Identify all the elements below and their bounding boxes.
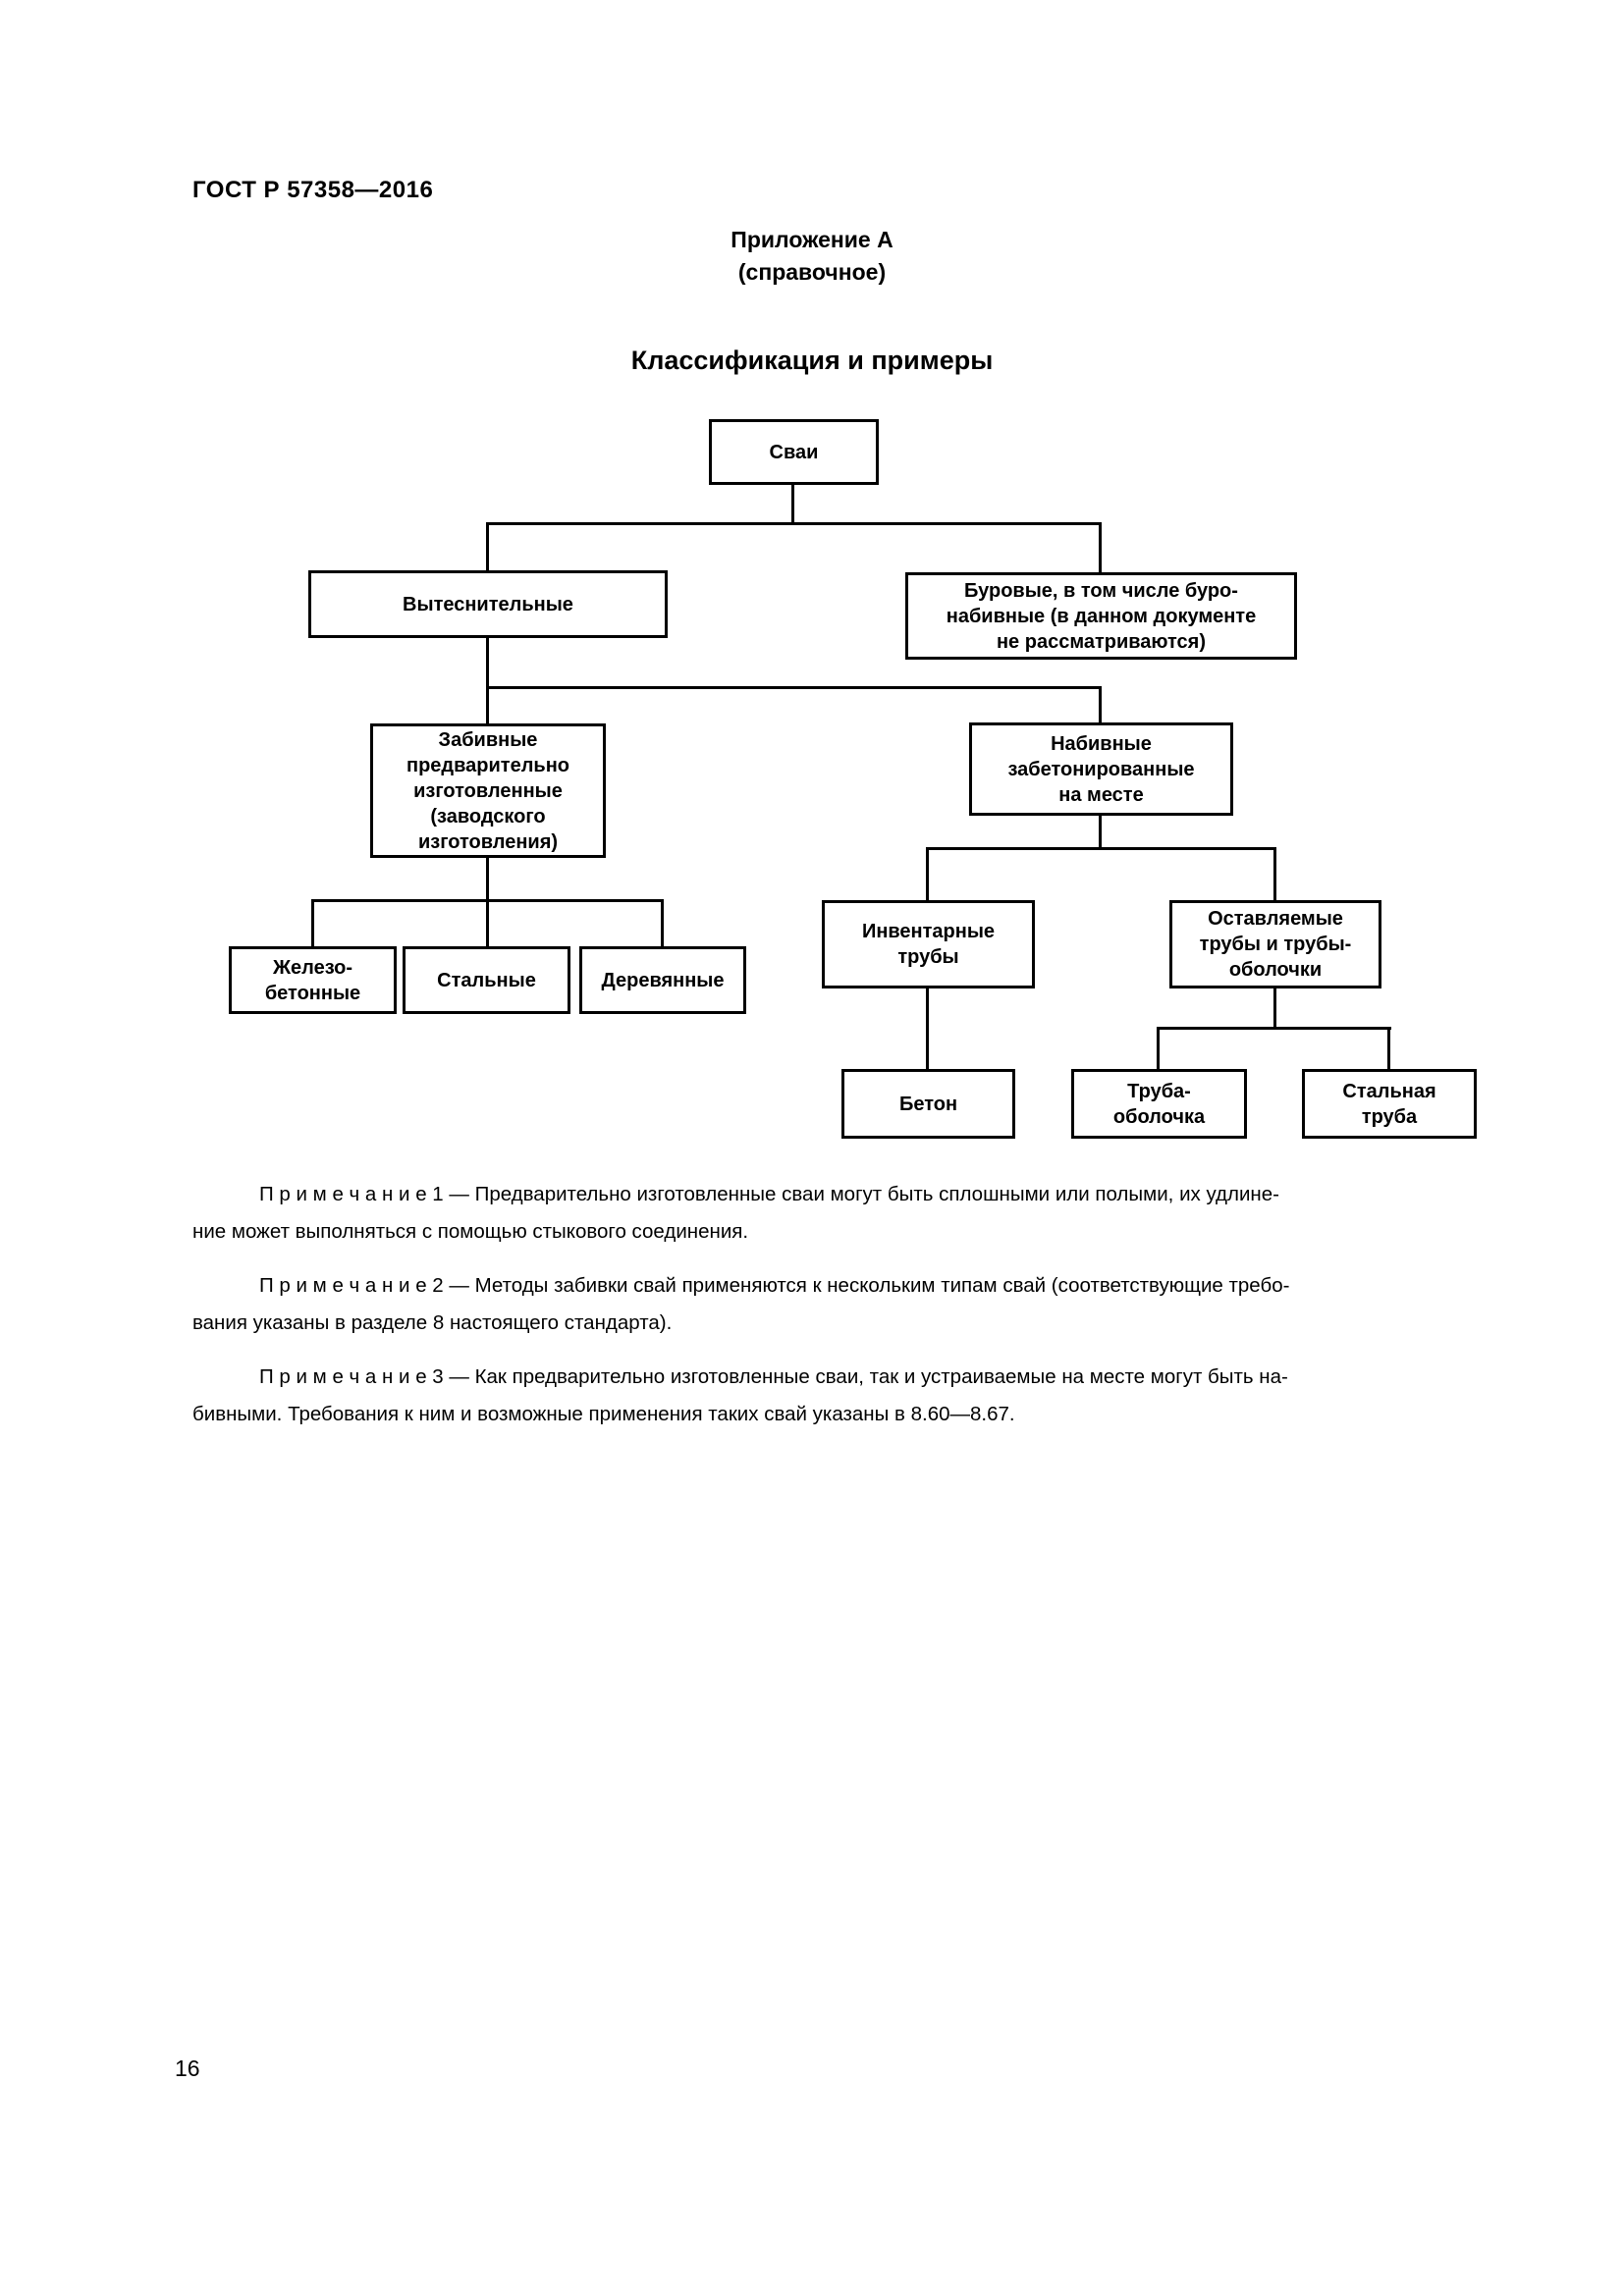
connector-line — [661, 899, 664, 949]
connector-line — [1157, 1027, 1391, 1030]
note-2: П р и м е ч а н и е 2 — Методы забивки с… — [192, 1274, 1290, 1334]
notes-block: П р и м е ч а н и е 1 — Предварительно и… — [192, 1176, 1435, 1450]
connector-line — [311, 899, 664, 902]
appendix-heading: Приложение А (справочное) — [192, 224, 1432, 289]
diagram-node-zhelezobetonnye: Железо- бетонные — [229, 946, 397, 1014]
connector-line — [486, 686, 1102, 689]
page-title: Классификация и примеры — [630, 346, 994, 375]
note-1: П р и м е ч а н и е 1 — Предварительно и… — [192, 1183, 1279, 1243]
connector-line — [311, 899, 314, 949]
document-header: ГОСТ Р 57358—2016 — [192, 177, 434, 203]
node-label: Деревянные — [601, 969, 725, 991]
node-label: Буровые, в том числе буро- набивные (в д… — [946, 579, 1257, 653]
diagram-node-burovye: Буровые, в том числе буро- набивные (в д… — [905, 572, 1297, 660]
diagram-node-svai: Сваи — [709, 419, 879, 485]
diagram-node-vytesnitelnye: Вытеснительные — [308, 570, 668, 638]
node-label: Стальные — [437, 969, 536, 991]
diagram-node-beton: Бетон — [841, 1069, 1015, 1139]
diagram-node-derevyannye: Деревянные — [579, 946, 746, 1014]
node-label: Вытеснительные — [403, 593, 573, 615]
node-label: Набивные забетонированные на месте — [1007, 732, 1195, 806]
diagram-node-zabivnye: Забивные предварительно изготовленные (з… — [370, 723, 606, 858]
node-label: Инвентарные трубы — [861, 921, 996, 968]
connector-line — [926, 847, 929, 903]
connector-line — [926, 847, 1276, 850]
diagram-node-stalnaya-truba: Стальная труба — [1302, 1069, 1477, 1139]
node-label: Труба- оболочка — [1112, 1080, 1206, 1128]
connector-line — [486, 636, 489, 726]
connector-line — [486, 522, 489, 573]
connector-line — [926, 987, 929, 1071]
appendix-label: Приложение А — [731, 227, 893, 252]
diagram-node-inventarnye-truby: Инвентарные трубы — [822, 900, 1035, 988]
diagram-node-truba-obolochka: Труба- оболочка — [1071, 1069, 1247, 1139]
connector-line — [1157, 1027, 1160, 1071]
appendix-kind: (справочное) — [737, 259, 887, 285]
node-label: Забивные предварительно изготовленные (з… — [406, 728, 569, 853]
connector-line — [791, 484, 794, 525]
connector-line — [1387, 1027, 1390, 1071]
node-label: Железо- бетонные — [264, 956, 361, 1004]
node-label: Оставляемые трубы и трубы- оболочки — [1199, 908, 1352, 981]
node-label: Стальная труба — [1342, 1080, 1436, 1128]
node-label: Бетон — [898, 1093, 958, 1115]
connector-line — [1273, 987, 1276, 1030]
note-3: П р и м е ч а н и е 3 — Как предваритель… — [192, 1365, 1288, 1425]
connector-line — [486, 522, 1102, 525]
node-label: Сваи — [769, 441, 819, 463]
connector-line — [1099, 686, 1102, 725]
connector-line — [1099, 522, 1102, 575]
diagram-node-ostavlyaemye-truby: Оставляемые трубы и трубы- оболочки — [1169, 900, 1381, 988]
connector-line — [1099, 814, 1102, 850]
page-number: 16 — [175, 2056, 200, 2081]
diagram-node-stalnye: Стальные — [403, 946, 570, 1014]
connector-line — [1273, 847, 1276, 903]
connector-line — [486, 856, 489, 949]
diagram-node-nabivnye: Набивные забетонированные на месте — [969, 722, 1233, 816]
